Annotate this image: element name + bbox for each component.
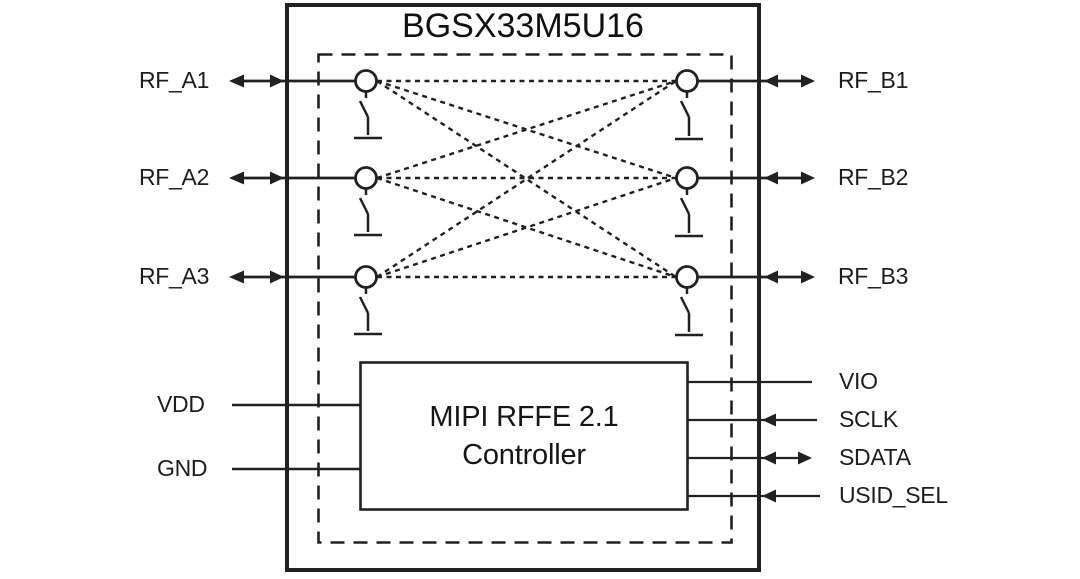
control-arrowheads [762,413,812,503]
port-label-rf-b1: RF_B1 [838,66,909,93]
switch-a2 [354,166,382,237]
port-label-rf-a2: RF_A2 [139,163,210,190]
controller-label-line2: Controller [462,439,586,471]
rf-a-arrowheads [229,74,284,284]
pin-label-usid-sel: USID_SEL [839,481,948,508]
controller-label-line1: MIPI RFFE 2.1 [429,400,619,433]
rf-switch-symbols-left [354,69,382,336]
rf-b-arrowheads [764,74,815,284]
switch-a3 [354,265,382,336]
switch-b2 [675,166,703,238]
pin-label-sdata: SDATA [839,443,911,470]
controller-box [359,361,689,511]
switch-b1 [675,69,703,141]
switch-b3 [675,265,703,337]
controller-label: MIPI RFFE 2.1 Controller [360,362,688,510]
chip-outline [285,3,761,572]
port-label-rf-b2: RF_B2 [838,163,909,190]
switch-a1 [354,69,382,140]
pin-label-sclk: SCLK [839,405,898,432]
port-label-rf-b3: RF_B3 [838,262,909,289]
rf-a-port-lines [232,79,356,279]
pin-label-gnd: GND [157,454,208,481]
switch-matrix-mesh [376,79,677,279]
port-label-rf-a3: RF_A3 [139,262,210,289]
pin-label-vio: VIO [839,367,878,394]
rf-switch-symbols-right [675,69,703,337]
supply-lines [232,403,360,471]
pin-label-vdd: VDD [157,390,205,417]
port-label-rf-a1: RF_A1 [139,66,210,93]
dashed-function-outline [317,53,733,544]
control-lines [688,380,820,498]
chip-title: BGSX33M5U16 [402,7,644,45]
rf-b-port-lines [697,79,812,279]
